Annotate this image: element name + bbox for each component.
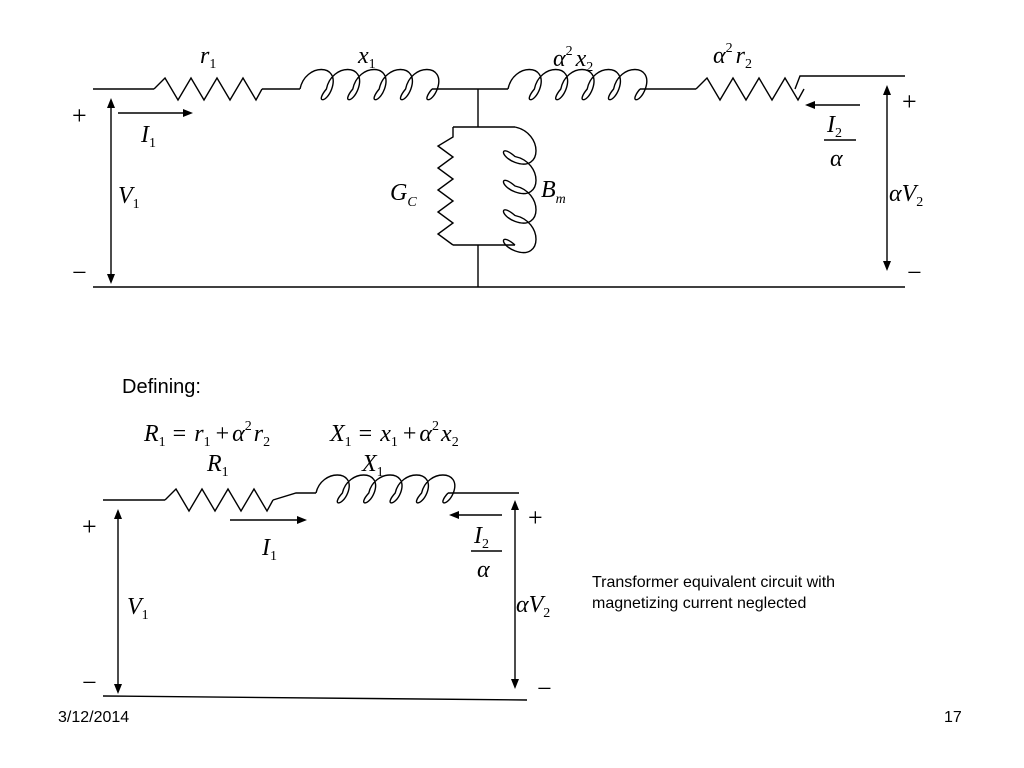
bottom-v1-arrowhead-down xyxy=(114,684,122,694)
av2-arrowhead-up xyxy=(883,85,891,95)
bottom-wire-R1-X1 xyxy=(272,492,316,501)
label-minus-right: − xyxy=(907,258,922,287)
slide-date: 3/12/2014 xyxy=(58,709,130,726)
i1-arrowhead xyxy=(183,109,193,117)
inductor-bm xyxy=(502,126,537,254)
equations: R1=r1+α2r2 X1=x1+α2x2 xyxy=(143,419,459,450)
bottom-label-minus-left: − xyxy=(82,668,97,697)
label-plus-left: + xyxy=(72,101,87,130)
figure-caption: Transformer equivalent circuit with magn… xyxy=(592,574,836,612)
label-gc: GC xyxy=(390,180,417,210)
label-v1: V1 xyxy=(118,183,140,212)
v1-arrowhead-up xyxy=(107,98,115,108)
slide-number: 17 xyxy=(944,709,962,726)
v1-arrowhead-down xyxy=(107,274,115,284)
label-i2-denominator: α xyxy=(830,146,843,172)
label-r1: r1 xyxy=(200,43,216,72)
bottom-label-plus-left: + xyxy=(82,512,97,541)
label-X1: X1 xyxy=(361,451,384,480)
top-wire-r2-step xyxy=(794,75,804,90)
label-i2-numerator: I2 xyxy=(826,112,842,141)
equation-R1: R1=r1+α2r2 xyxy=(143,419,270,450)
bottom-label-i1: I1 xyxy=(261,535,277,564)
resistor-r1 xyxy=(153,76,263,102)
bottom-circuit: R1 X1 I1 V1 I2 α αV2 + − + − xyxy=(82,451,552,703)
label-plus-right: + xyxy=(902,87,917,116)
equation-X1: X1=x1+α2x2 xyxy=(329,419,459,450)
label-x1: x1 xyxy=(357,43,376,72)
bottom-av2-arrowhead-up xyxy=(511,500,519,510)
resistor-a2r2 xyxy=(695,76,805,102)
bottom-return-wire xyxy=(102,695,528,701)
inductor-a2x2 xyxy=(507,68,648,101)
inductor-x1 xyxy=(299,68,440,101)
bottom-i2-arrowhead xyxy=(449,511,459,519)
label-minus-left: − xyxy=(72,258,87,287)
bottom-label-minus-right: − xyxy=(537,674,552,703)
label-R1: R1 xyxy=(206,451,229,480)
bottom-label-plus-right: + xyxy=(528,503,543,532)
inductor-X1 xyxy=(315,474,456,504)
bottom-label-av2: αV2 xyxy=(516,592,550,621)
label-av2: αV2 xyxy=(889,181,923,210)
bottom-i1-arrowhead xyxy=(297,516,307,524)
bottom-label-i2-denominator: α xyxy=(477,557,490,583)
bottom-label-i2-numerator: I2 xyxy=(473,523,489,552)
av2-arrowhead-down xyxy=(883,261,891,271)
i2-arrowhead xyxy=(805,101,815,109)
defining-label: Defining: xyxy=(122,376,201,398)
resistor-gc xyxy=(436,127,455,246)
bottom-av2-arrowhead-down xyxy=(511,679,519,689)
label-bm: Bm xyxy=(541,177,566,207)
bottom-v1-arrowhead-up xyxy=(114,509,122,519)
label-i1: I1 xyxy=(140,122,156,151)
resistor-R1 xyxy=(164,487,274,513)
bottom-label-v1: V1 xyxy=(127,594,149,623)
